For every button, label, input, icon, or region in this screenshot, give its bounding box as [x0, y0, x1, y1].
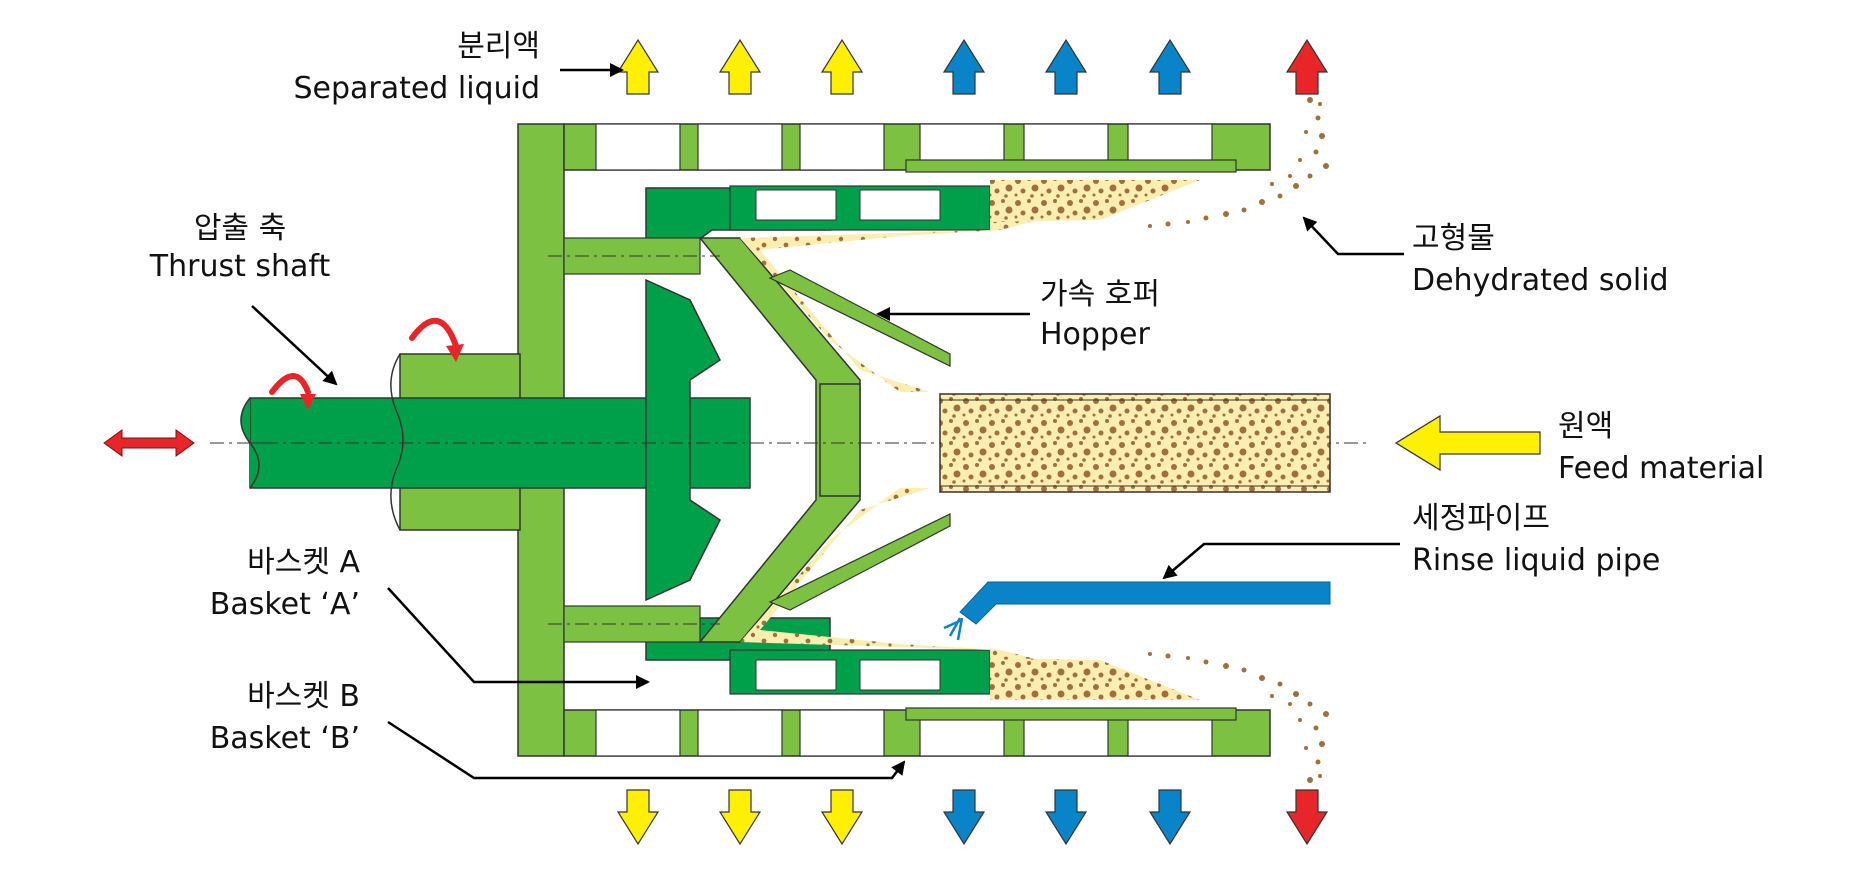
basket-b-ko: 바스켓 B [247, 679, 360, 714]
separated-liquid-en: Separated liquid [293, 71, 540, 106]
up-arrow-icon [820, 38, 864, 95]
up-arrow-icon [718, 38, 762, 95]
up-arrow-icon [942, 38, 986, 95]
label-basket-a: 바스켓 A Basket ‘A’ [210, 545, 361, 622]
dehydrated-solid-ko: 고형물 [1412, 221, 1495, 256]
basket-a-en: Basket ‘A’ [210, 587, 360, 622]
dehydrated-solid-en: Dehydrated solid [1412, 263, 1669, 298]
label-hopper: 가속 호퍼 Hopper [1040, 277, 1160, 352]
label-separated-liquid: 분리액 Separated liquid [293, 29, 540, 106]
down-arrow-icon [1148, 789, 1192, 846]
label-rinse-pipe: 세정파이프 Rinse liquid pipe [1412, 501, 1660, 578]
rinse-pipe-ko: 세정파이프 [1412, 501, 1550, 536]
inner-basket-slots [755, 189, 941, 691]
separated-liquid-arrows-bottom [616, 789, 1329, 846]
rinse-pipe-en: Rinse liquid pipe [1412, 543, 1660, 578]
solid-cake [740, 180, 1200, 700]
dehydrated-solid-stream [1148, 97, 1329, 783]
up-arrow-icon [1285, 38, 1329, 95]
up-arrow-icon [1148, 38, 1192, 95]
down-arrow-icon [820, 789, 864, 846]
hopper-en: Hopper [1040, 317, 1150, 352]
feed-material-en: Feed material [1558, 451, 1764, 486]
down-arrow-icon [1285, 789, 1329, 846]
down-arrow-icon [616, 789, 660, 846]
outer-basket-screen [905, 159, 1237, 721]
feed-pipe [939, 393, 1331, 493]
label-feed-material: 원액 Feed material [1558, 409, 1764, 486]
basket-b-en: Basket ‘B’ [210, 721, 360, 756]
thrust-shaft-en: Thrust shaft [149, 249, 331, 284]
label-dehydrated-solid: 고형물 Dehydrated solid [1412, 221, 1669, 298]
down-arrow-icon [718, 789, 762, 846]
rotation-arrow-icon [269, 317, 459, 395]
double-headed-arrow-icon [103, 429, 195, 457]
rinse-pipe [943, 581, 1331, 641]
callout-lines [251, 63, 1404, 780]
label-thrust-shaft: 압출 축 Thrust shaft [149, 211, 331, 284]
up-arrow-icon [616, 38, 660, 95]
down-arrow-icon [942, 789, 986, 846]
separated-liquid-arrows-top [616, 38, 1329, 95]
up-arrow-icon [1044, 38, 1088, 95]
accelerating-hopper [768, 269, 951, 611]
thrust-shaft-ko: 압출 축 [194, 211, 286, 246]
down-arrow-icon [1044, 789, 1088, 846]
feed-arrow-icon [1394, 414, 1541, 472]
hopper-ko: 가속 호퍼 [1040, 277, 1160, 312]
separated-liquid-ko: 분리액 [457, 29, 540, 64]
label-basket-b: 바스켓 B Basket ‘B’ [210, 679, 360, 756]
basket-a-ko: 바스켓 A [247, 545, 360, 580]
feed-material-ko: 원액 [1558, 409, 1613, 444]
